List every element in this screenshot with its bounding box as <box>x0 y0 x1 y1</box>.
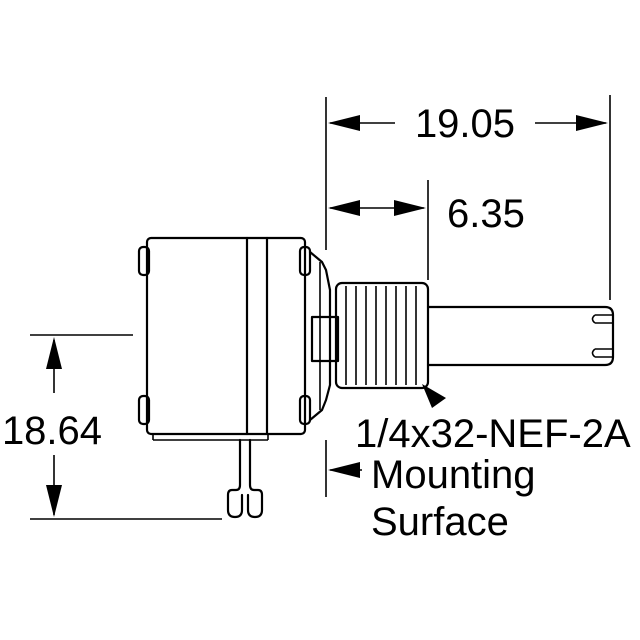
terminal-lead <box>226 438 264 519</box>
overall-length-label: 19.05 <box>415 102 515 146</box>
thread-spec-label: 1/4x32-NEF-2A <box>355 412 631 456</box>
dimension-height: 18.64 <box>2 337 102 517</box>
height-label: 18.64 <box>2 409 102 453</box>
potentiometer-body <box>137 236 312 441</box>
mounting-label-line1: Mounting <box>371 453 536 497</box>
thread-callout: 1/4x32-NEF-2A <box>355 384 631 456</box>
thread-ribs <box>345 286 417 385</box>
mounting-flange <box>308 250 332 422</box>
threaded-bushing <box>334 281 430 390</box>
dimension-overall: 19.05 <box>328 102 608 146</box>
mounting-surface-callout: Mounting Surface <box>328 453 536 544</box>
shaft <box>310 305 615 367</box>
extension-lines <box>30 95 611 520</box>
bushing-length-label: 6.35 <box>447 192 525 236</box>
dimension-bushing: 6.35 <box>328 192 525 236</box>
mounting-label-line2: Surface <box>371 500 509 544</box>
